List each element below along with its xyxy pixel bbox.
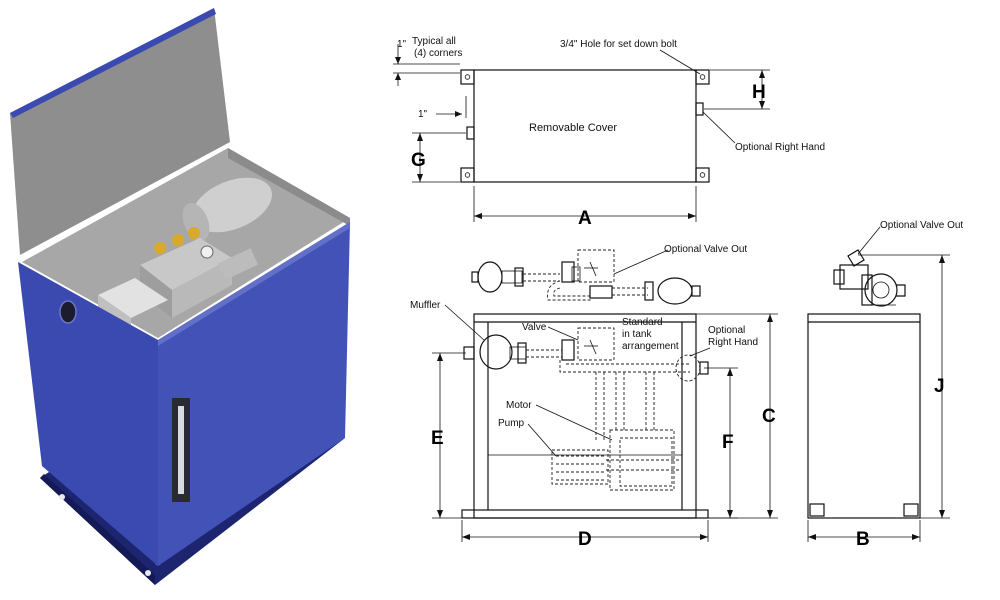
dimension-B: B: [856, 529, 870, 550]
dimension-C: C: [762, 406, 776, 427]
standard-label: Standard: [622, 317, 663, 328]
bolt-hole: [464, 74, 471, 80]
bolt-hole: [464, 172, 471, 178]
top-view-cover: [473, 69, 697, 183]
dimension-H: H: [752, 82, 766, 103]
optional-right-hand-top-label: Optional Right Hand: [735, 142, 825, 153]
side-view: Optional Valve Out J B: [807, 220, 963, 550]
optional-right-hand-front-label: Optional: [708, 325, 745, 336]
tank-left-side: [18, 262, 158, 566]
dimension-F: F: [722, 432, 734, 453]
typical-corners-label-2: (4) corners: [414, 48, 462, 59]
muffler-out-left: [477, 261, 503, 293]
pressure-gauge: [200, 245, 214, 259]
optional-valve-out-side-label: Optional Valve Out: [880, 220, 963, 231]
valve-fitting: [188, 227, 200, 239]
optional-right-hand-front-label-2: Right Hand: [708, 337, 758, 348]
tank-front-edge: [158, 222, 350, 346]
port-left: [466, 126, 475, 140]
tank-front-panel: [158, 222, 350, 566]
valve-label: Valve: [522, 322, 547, 333]
dimension-E: E: [431, 428, 444, 449]
typical-corners-label: Typical all: [412, 36, 456, 47]
valve-box: [577, 327, 615, 361]
side-pump-circle: [864, 273, 898, 307]
dimension-arrows: [395, 57, 945, 540]
hole-note-label: 3/4" Hole for set down bolt: [560, 39, 677, 50]
typical-corners-dim: 1": [397, 39, 407, 50]
motor-block-side: [172, 258, 232, 318]
accumulator-tank: [192, 177, 272, 233]
bolt-hole: [699, 74, 706, 80]
motor-housing: [609, 429, 675, 491]
side-port-rim: [59, 300, 77, 324]
tank-render: [10, 8, 350, 585]
tank-lid-edge: [10, 8, 216, 118]
tank-base-front: [40, 474, 155, 585]
tank-interior-back: [228, 148, 350, 226]
muffler-out-right: [657, 277, 693, 305]
muffler-label: Muffler: [410, 300, 441, 311]
bolt-hole: [699, 172, 706, 178]
front-view: Optional Valve Out Muffler Valve Standar…: [410, 244, 778, 550]
dimension-D: D: [578, 529, 592, 550]
corner-tab: [460, 167, 475, 183]
valve-fitting: [154, 242, 166, 254]
corner-tab: [695, 69, 710, 85]
pump-block: [98, 278, 168, 318]
side-tank-body: [807, 313, 921, 519]
corner-tab: [695, 167, 710, 183]
muffler: [479, 334, 513, 370]
dimension-A: A: [578, 208, 592, 229]
valve-out-box: [577, 249, 615, 283]
base-bolt-hole: [59, 494, 65, 500]
optional-valve-out-front-label: Optional Valve Out: [664, 244, 747, 255]
base-bolt-hole: [145, 570, 151, 576]
motor-block-front: [140, 265, 172, 318]
standard-label-2: in tank: [622, 329, 652, 340]
motor-cylinder: [217, 248, 259, 280]
valve-fitting: [172, 234, 184, 246]
top-view: Removable Cover 1" Typical all (4) corne…: [393, 36, 825, 229]
corner-tab: [460, 69, 475, 85]
side-port-hole: [60, 301, 76, 323]
dimension-J: J: [934, 376, 945, 397]
sight-gauge-glass: [178, 406, 184, 494]
pump-label: Pump: [498, 418, 525, 429]
port-right: [695, 102, 704, 116]
one-inch-label: 1": [418, 109, 428, 120]
tank-lid: [10, 8, 230, 255]
dimension-G: G: [411, 150, 426, 171]
standard-label-3: arrangement: [622, 341, 679, 352]
motor-label: Motor: [506, 400, 532, 411]
removable-cover-label: Removable Cover: [529, 122, 617, 134]
pump-housing: [551, 449, 609, 485]
front-base: [461, 509, 709, 519]
